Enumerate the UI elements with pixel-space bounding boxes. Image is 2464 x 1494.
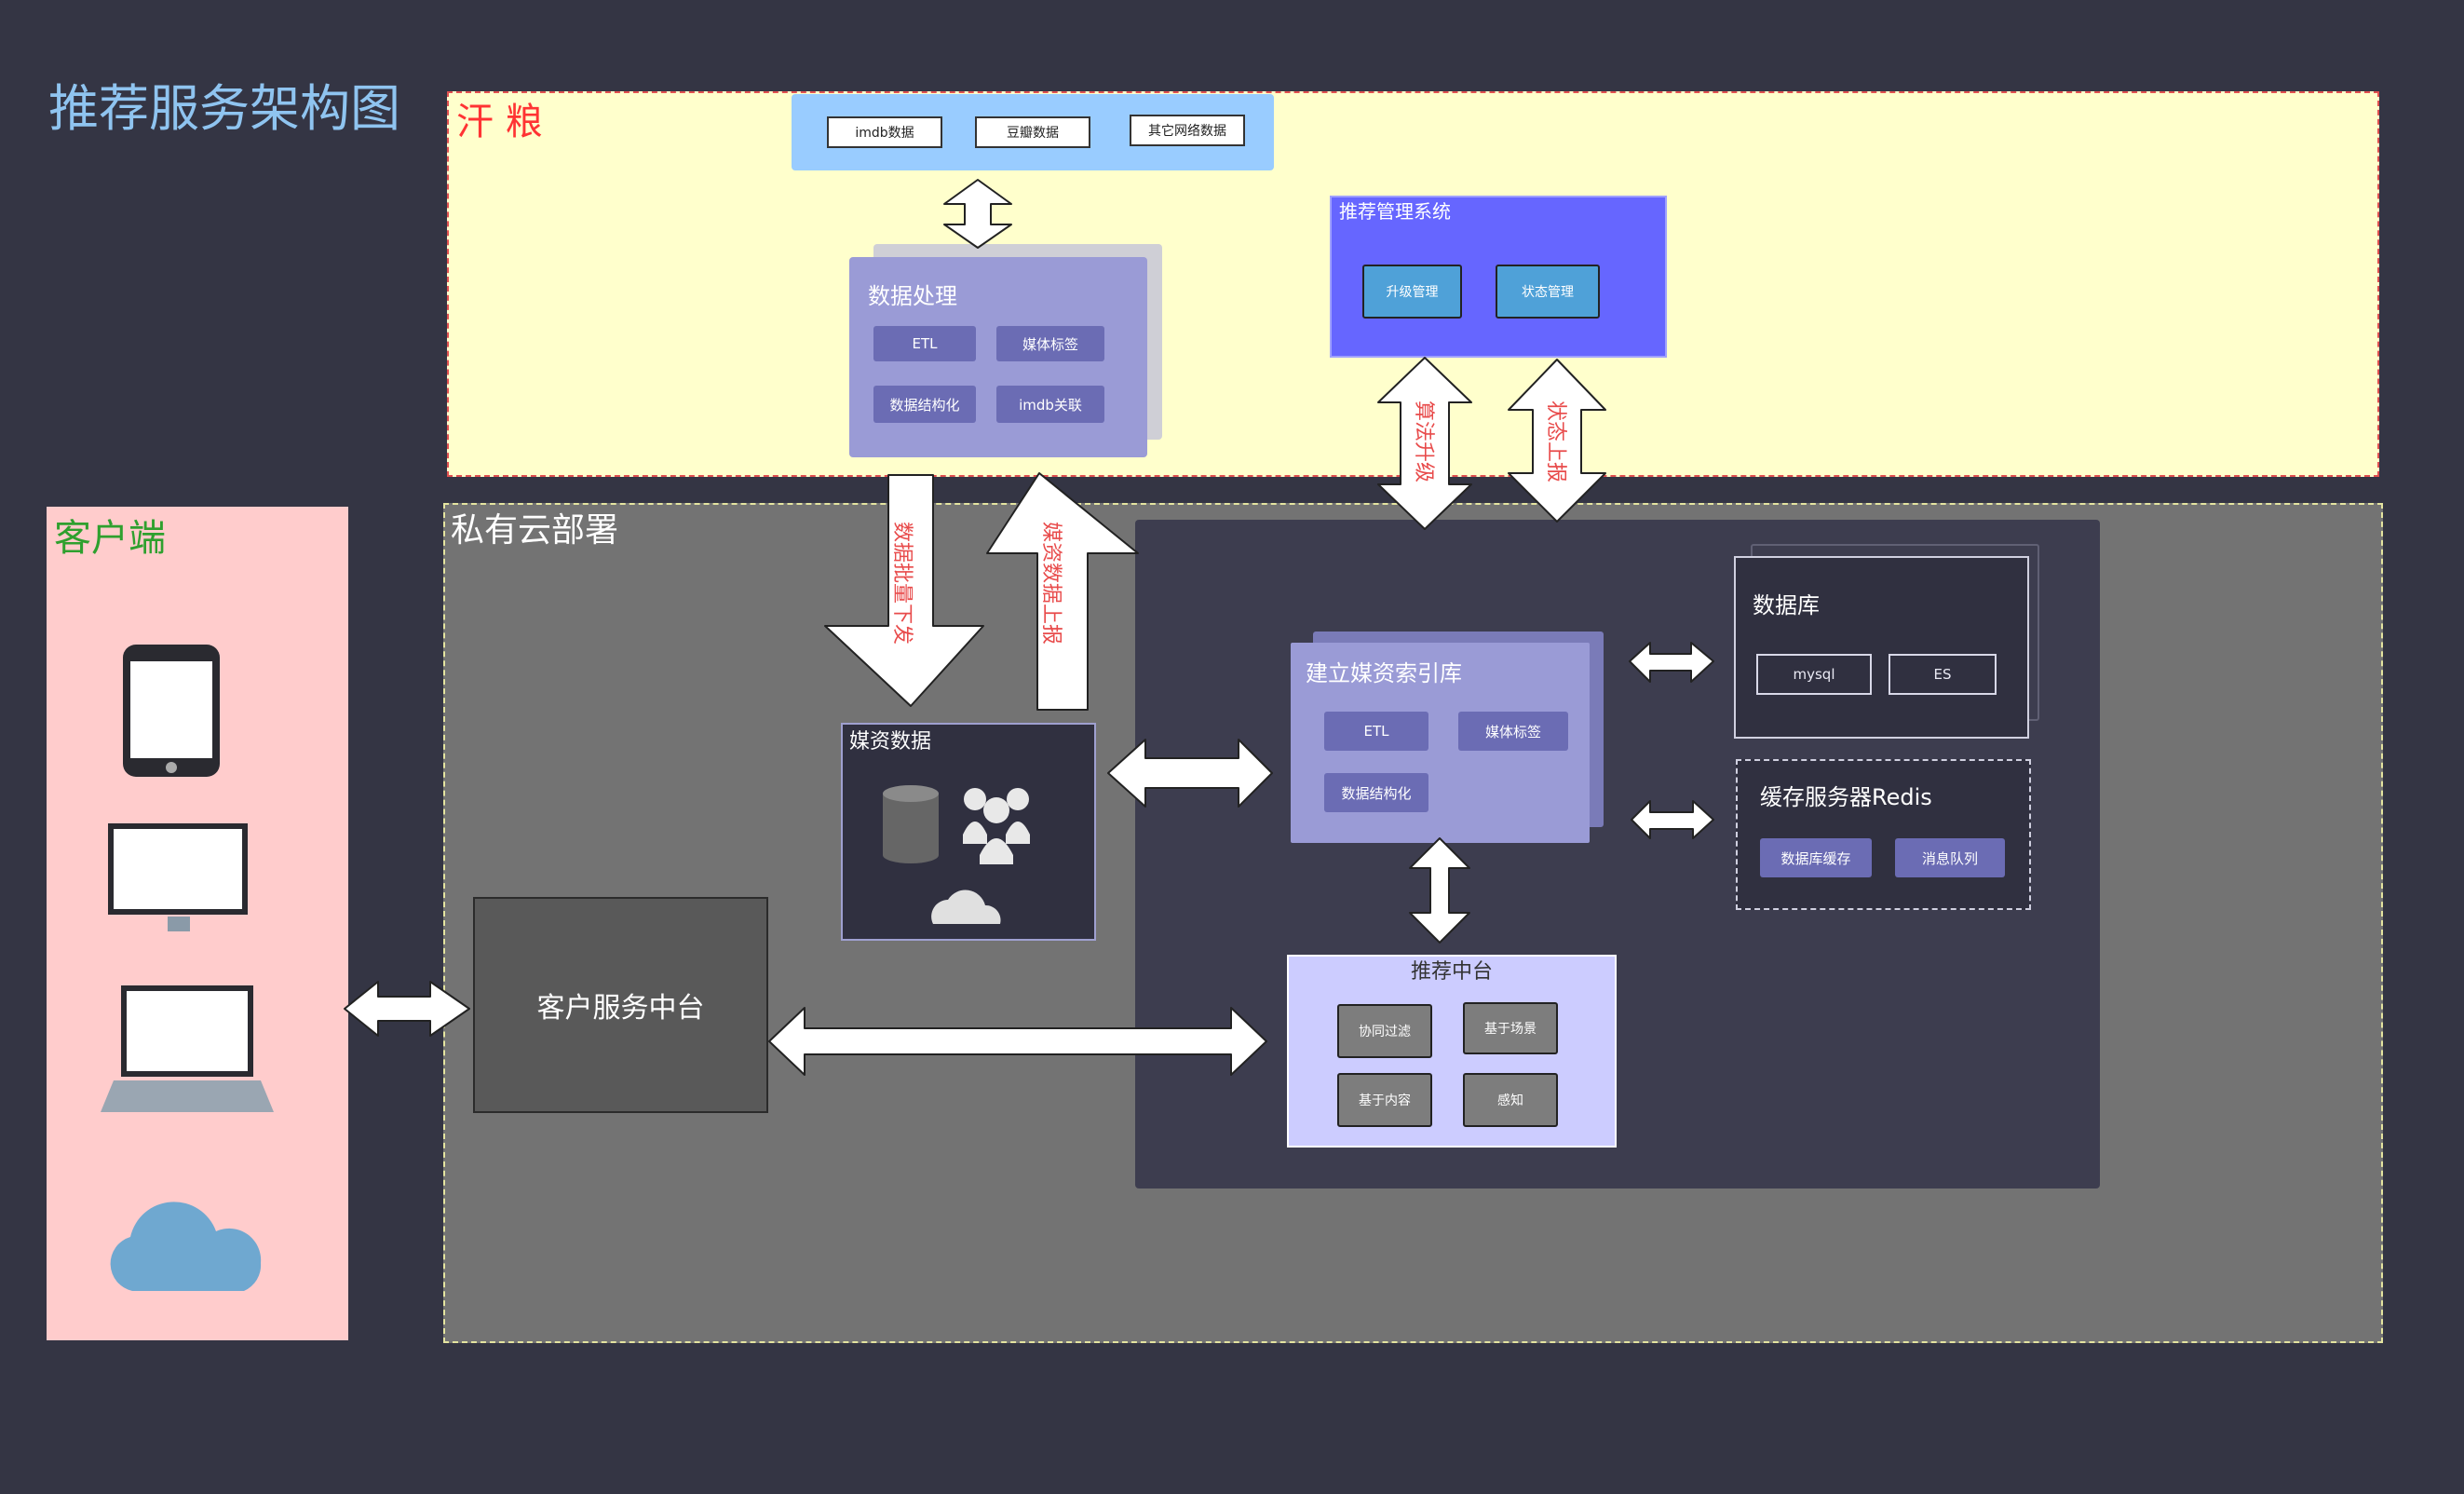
index-db-arrow: [1629, 642, 1714, 683]
es-chip[interactable]: ES: [1889, 654, 1997, 695]
page-title: 推荐服务架构图: [48, 79, 400, 138]
upper-region-label: 汗 粮: [456, 101, 543, 143]
cloud-small-icon: [931, 890, 1001, 924]
media-data-title: 媒资数据: [849, 730, 932, 754]
status-report-arrow: [1508, 359, 1606, 523]
content-based-chip[interactable]: 基于内容: [1337, 1073, 1432, 1127]
index-structure-chip[interactable]: 数据结构化: [1324, 773, 1428, 812]
tablet-icon: [123, 645, 220, 777]
client-service-arrow: [344, 981, 470, 1037]
source-douban[interactable]: 豆瓣数据: [975, 116, 1090, 148]
status-report-label: 状态上报: [1544, 401, 1567, 482]
proc-structure-chip[interactable]: 数据结构化: [873, 386, 976, 423]
redis-box: [1736, 759, 2031, 910]
recommend-center-title: 推荐中台: [1410, 960, 1493, 984]
batch-down-arrow: [824, 474, 984, 707]
users-group-icon: [963, 788, 1030, 864]
index-engine-title: 建立媒资索引库: [1306, 660, 1462, 686]
private-cloud-label: 私有云部署: [451, 511, 619, 550]
cloud-icon: [110, 1202, 262, 1291]
media-up-arrow: [986, 472, 1139, 711]
index-recommend-arrow: [1409, 837, 1470, 944]
sources-processing-arrow: [943, 179, 1012, 249]
proc-media-tag-chip[interactable]: 媒体标签: [996, 326, 1104, 361]
index-media-tag-chip[interactable]: 媒体标签: [1458, 712, 1568, 751]
database-cylinder-icon: [883, 785, 939, 863]
batch-down-label: 数据批量下发: [890, 522, 914, 645]
status-mgmt-chip[interactable]: 状态管理: [1496, 265, 1600, 319]
index-etl-chip[interactable]: ETL: [1324, 712, 1428, 751]
monitor-icon: [108, 823, 248, 931]
database-title: 数据库: [1753, 592, 1820, 618]
data-processing-title: 数据处理: [868, 283, 957, 309]
redis-title: 缓存服务器Redis: [1760, 784, 1932, 810]
algo-upgrade-arrow: [1377, 357, 1472, 530]
database-box: [1734, 556, 2029, 739]
management-title: 推荐管理系统: [1339, 200, 1451, 223]
message-queue-chip[interactable]: 消息队列: [1895, 838, 2005, 877]
media-up-label: 媒资数据上报: [1039, 522, 1063, 645]
media-index-arrow: [1107, 739, 1273, 808]
source-other[interactable]: 其它网络数据: [1130, 115, 1245, 146]
source-imdb[interactable]: imdb数据: [827, 116, 942, 148]
client-region-label: 客户端: [54, 517, 166, 560]
scene-based-chip[interactable]: 基于场景: [1463, 1002, 1558, 1054]
collab-filter-chip[interactable]: 协同过滤: [1337, 1004, 1432, 1058]
algo-upgrade-label: 算法升级: [1412, 401, 1435, 482]
db-cache-chip[interactable]: 数据库缓存: [1760, 838, 1872, 877]
proc-imdb-link-chip[interactable]: imdb关联: [996, 386, 1104, 423]
service-recommend-arrow: [768, 1007, 1267, 1076]
laptop-icon: [101, 985, 274, 1112]
customer-service-center[interactable]: 客户服务中台: [473, 897, 768, 1113]
index-redis-arrow: [1631, 800, 1714, 839]
perception-chip[interactable]: 感知: [1463, 1073, 1558, 1127]
mysql-chip[interactable]: mysql: [1756, 654, 1872, 695]
upgrade-mgmt-chip[interactable]: 升级管理: [1362, 265, 1462, 319]
proc-etl-chip[interactable]: ETL: [873, 326, 976, 361]
